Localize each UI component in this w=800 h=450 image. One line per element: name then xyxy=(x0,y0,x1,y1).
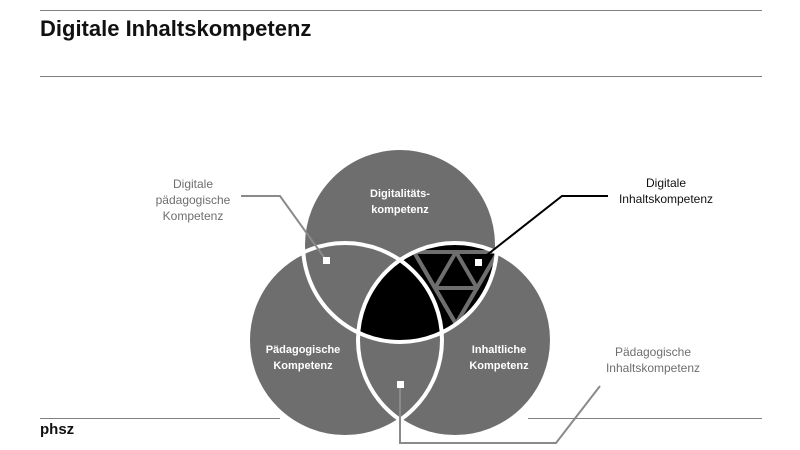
top-rule xyxy=(40,10,762,11)
callout-digital-content: Digitale Inhaltskompetenz xyxy=(618,176,714,206)
label-pedagogical-competence: Pädagogische Kompetenz xyxy=(265,344,341,372)
title-rule xyxy=(40,76,762,77)
callout-pedagogical-content: Pädagogische Inhaltskompetenz xyxy=(605,345,701,375)
callout-line-pedagogical-content xyxy=(399,384,601,444)
page-title: Digitale Inhaltskompetenz xyxy=(40,16,312,41)
callout-digital-pedagogical: Digitale pädagogische Kompetenz xyxy=(155,177,231,223)
phsz-logo: phsz xyxy=(40,421,75,438)
bottom-rule-right xyxy=(528,418,762,419)
circle-outlines xyxy=(246,146,554,439)
callout-line-digital-pedagogical xyxy=(241,195,327,261)
marker-digital-pedagogical xyxy=(323,257,330,264)
callout-line-digital-content xyxy=(477,195,608,263)
marker-digital-content xyxy=(475,259,482,266)
bottom-rule-left xyxy=(40,418,280,419)
marker-pedagogical-content xyxy=(397,381,404,388)
label-digital-competence: Digitalitäts- kompetenz xyxy=(370,188,430,216)
label-content-competence: Inhaltliche Kompetenz xyxy=(469,344,529,372)
